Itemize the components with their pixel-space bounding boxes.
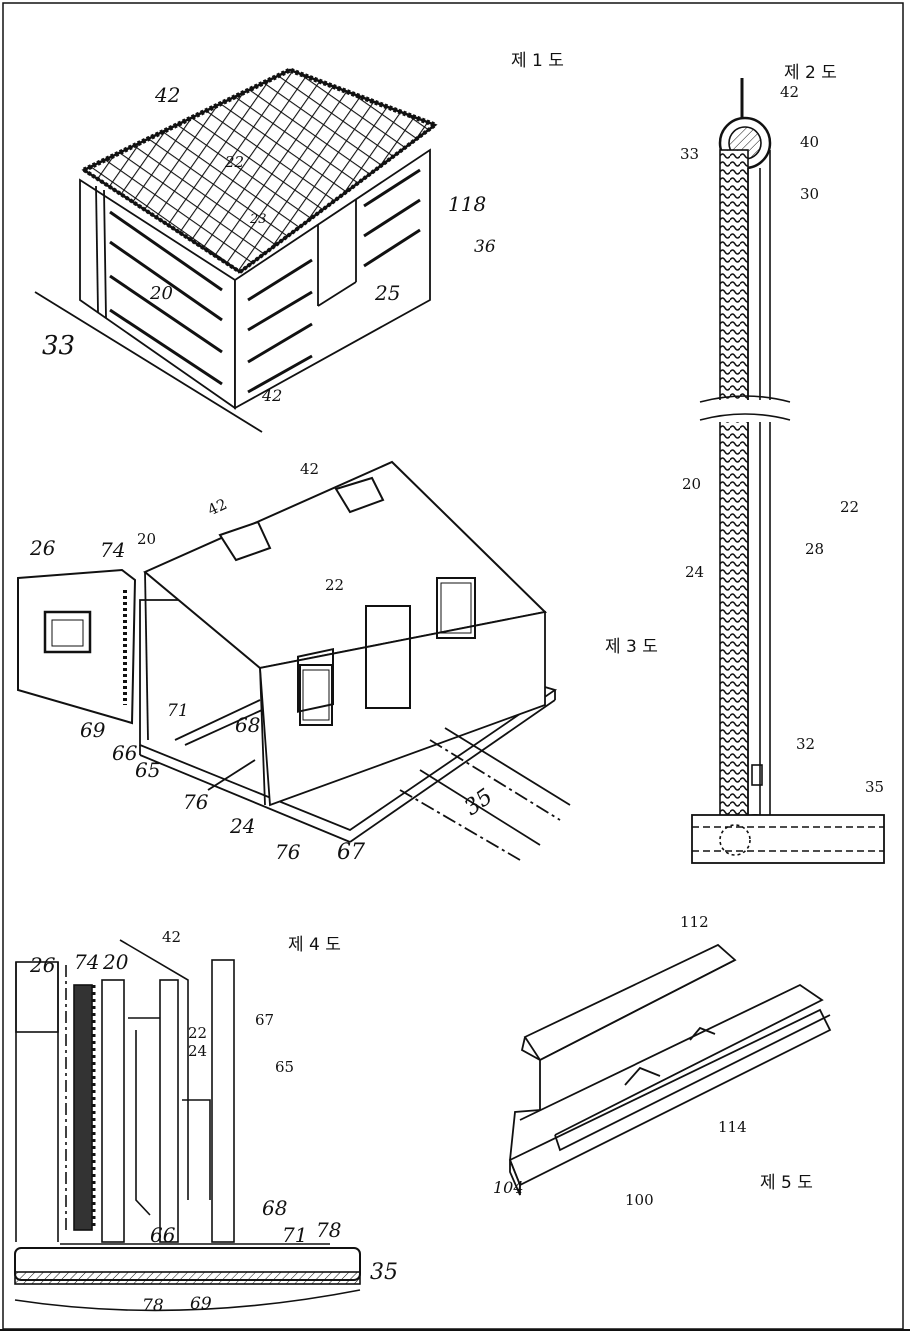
fig3-label: 65: [135, 758, 161, 782]
fig3-label: 68: [235, 713, 261, 737]
fig4-label: 24: [188, 1042, 208, 1060]
fig2-label: 40: [800, 133, 820, 151]
fig3-title: 제 3 도: [605, 637, 658, 657]
fig1-label: 42: [155, 83, 181, 107]
fig4-label: 74: [74, 950, 100, 974]
fig2-label: 20: [682, 475, 702, 493]
fig2-drawing: [691, 78, 885, 864]
fig4-label: 69: [190, 1294, 212, 1314]
fig5-label: 114: [718, 1118, 747, 1136]
fig1-label: 25: [375, 281, 401, 305]
fig4-label: 67: [255, 1011, 275, 1029]
fig5-label: 104: [493, 1178, 524, 1197]
fig4-label: 42: [162, 928, 182, 946]
fig2-title: 제 2 도: [784, 63, 837, 83]
fig4-label: 71: [282, 1223, 308, 1247]
fig1-label: 22: [225, 153, 245, 171]
fig1-label: 118: [448, 192, 487, 216]
fig5-title: 제 5 도: [760, 1173, 813, 1193]
fig2-label: 33: [680, 145, 700, 163]
fig4-label: 22: [188, 1024, 208, 1042]
fig2-label: 35: [865, 778, 885, 796]
fig4-label: 66: [150, 1223, 176, 1247]
fig1-title: 제 1 도: [511, 51, 564, 71]
fig4-label: 78: [142, 1296, 164, 1316]
fig3-label: 24: [230, 814, 256, 838]
fig2-label: 42: [780, 83, 800, 101]
fig3-label: 74: [100, 538, 126, 562]
fig2-label: 22: [840, 498, 860, 516]
fig2-label: 24: [685, 563, 705, 581]
fig1-label: 33: [42, 331, 76, 361]
fig4-label: 35: [370, 1260, 398, 1285]
fig4-label: 65: [275, 1058, 295, 1076]
fig2-label: 30: [800, 185, 820, 203]
fig3-label: 22: [325, 576, 345, 594]
fig4-label: 78: [316, 1218, 342, 1242]
fig3-label: 20: [137, 530, 157, 548]
fig2-label: 32: [796, 735, 816, 753]
fig1-drawing: [34, 67, 438, 433]
fig1-label: 23: [250, 212, 267, 227]
fig4-label: 20: [103, 950, 129, 974]
fig3-label: 69: [80, 718, 106, 742]
fig3-label: 26: [30, 536, 56, 560]
fig3-label: 76: [275, 840, 301, 864]
fig4-label: 26: [30, 953, 56, 977]
fig5-drawing: [508, 943, 832, 1196]
fig1-label: 42: [262, 386, 283, 405]
fig3-label: 76: [183, 790, 209, 814]
fig3-drawing: [17, 460, 571, 861]
fig3-label: 42: [300, 460, 320, 478]
fig3-label: 71: [167, 701, 189, 721]
fig1-label: 36: [474, 237, 496, 257]
fig2-label: 28: [805, 540, 825, 558]
fig5-label: 100: [625, 1191, 654, 1209]
fig3-label: 66: [112, 741, 138, 765]
fig4-title: 제 4 도: [288, 935, 341, 955]
fig1-label: 20: [150, 283, 173, 304]
fig3-label: 67: [337, 840, 365, 865]
fig5-label: 112: [680, 913, 709, 931]
fig4-drawing: [14, 939, 361, 1312]
fig4-label: 68: [262, 1196, 288, 1220]
